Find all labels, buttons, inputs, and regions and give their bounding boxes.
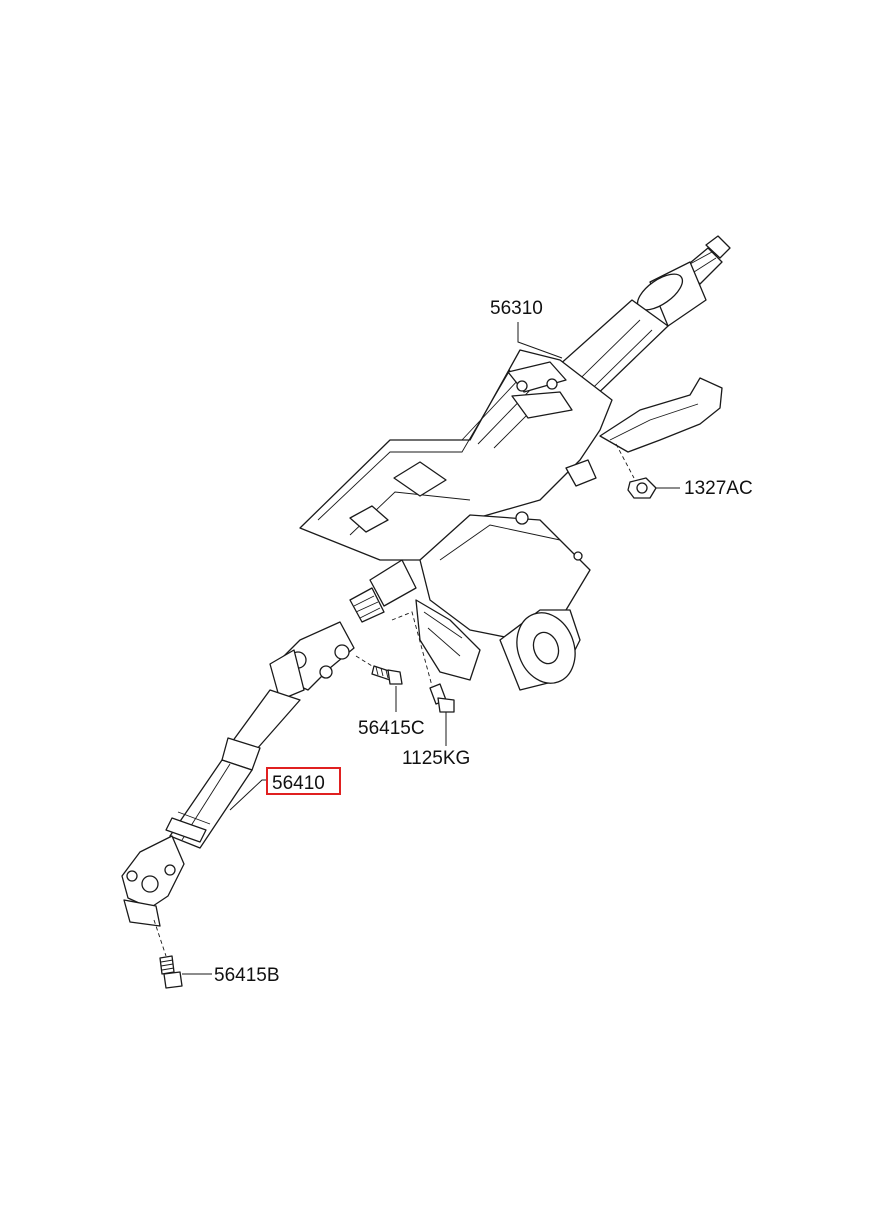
bolt-56415b-part — [159, 955, 183, 989]
label-56415c: 56415C — [358, 718, 425, 739]
bolt-56415c-part — [371, 665, 403, 685]
assembly-line-1125kg — [391, 611, 433, 687]
label-1125kg: 1125KG — [402, 748, 470, 769]
steering-column-assembly — [299, 235, 731, 691]
assembly-line-56415c — [355, 655, 373, 667]
nut-1327ac-part — [627, 477, 657, 499]
leader-56310 — [517, 322, 563, 359]
label-56415b: 56415B — [214, 965, 280, 986]
bolt-1125kg-part — [429, 683, 455, 713]
leader-56410 — [229, 779, 266, 811]
label-56410[interactable]: 56410 — [272, 773, 325, 794]
intermediate-steering-shaft — [121, 621, 355, 927]
label-1327ac: 1327AC — [684, 478, 753, 499]
label-56310: 56310 — [490, 298, 543, 319]
highlight-box-56410 — [266, 767, 341, 795]
assembly-line-56415b — [153, 919, 167, 957]
